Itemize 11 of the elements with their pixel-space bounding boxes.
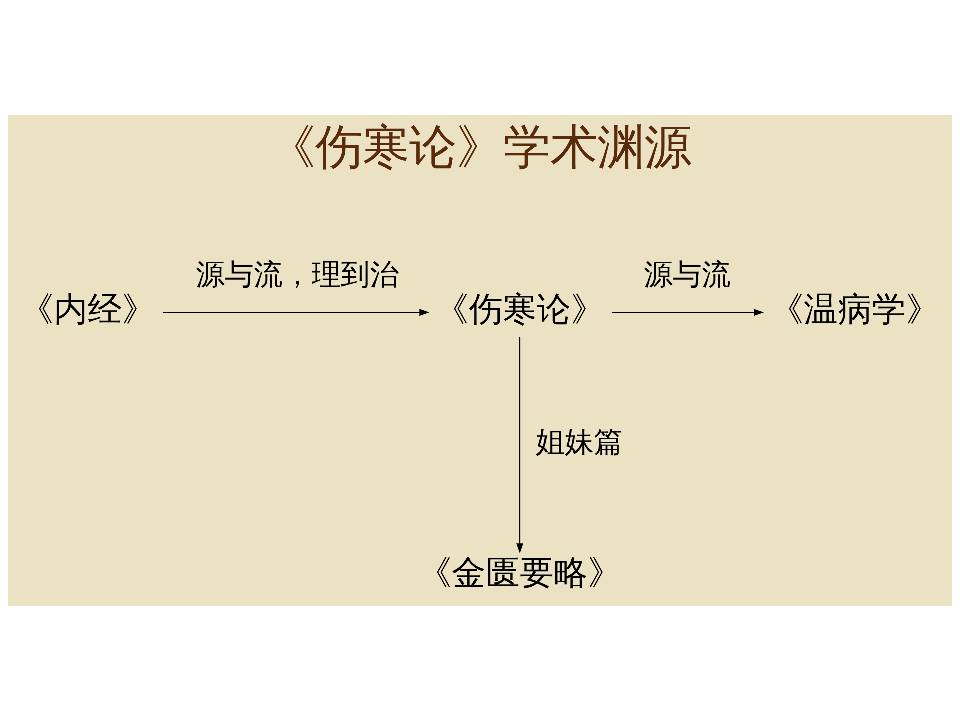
node-text: 《温病学》 xyxy=(770,289,940,330)
edge-label: 源与流，理到治 xyxy=(196,256,399,291)
node-text: 《伤寒论》 xyxy=(435,289,606,330)
arrow xyxy=(163,308,430,316)
arrow xyxy=(612,308,764,316)
edge-label: 源与流 xyxy=(644,256,732,291)
node-text: 《内经》 xyxy=(20,289,156,330)
diagram-title: 《伤寒论》学术渊源 xyxy=(268,120,692,175)
arrow xyxy=(516,336,524,554)
node-text: 《金匮要略》 xyxy=(418,553,622,594)
edge-label: 姐妹篇 xyxy=(536,424,623,458)
